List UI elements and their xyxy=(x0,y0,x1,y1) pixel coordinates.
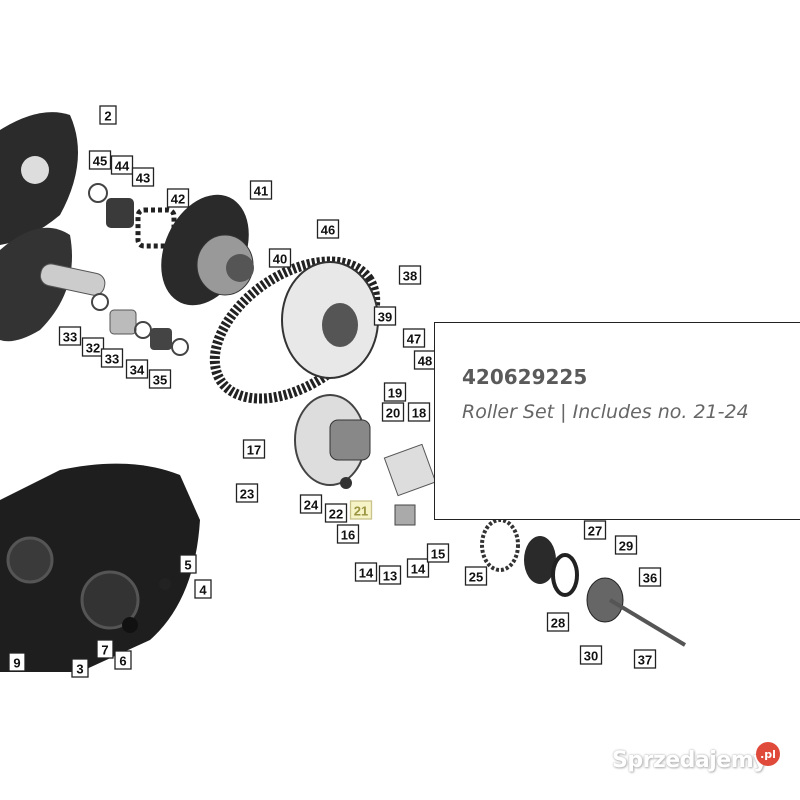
callout-label: 34 xyxy=(130,363,145,378)
callout-13[interactable]: 13 xyxy=(378,565,402,585)
movable-sheave xyxy=(161,194,254,306)
callout-42[interactable]: 42 xyxy=(166,188,190,208)
callout-label: 37 xyxy=(638,653,652,668)
callout-label: 14 xyxy=(411,562,426,577)
callout-14[interactable]: 14 xyxy=(354,562,378,582)
callout-label: 19 xyxy=(388,386,402,401)
callout-45[interactable]: 45 xyxy=(88,150,112,170)
callout-21[interactable]: 21 xyxy=(349,500,373,520)
callout-23[interactable]: 23 xyxy=(235,483,259,503)
callout-39[interactable]: 39 xyxy=(373,306,397,326)
part-description: Roller Set | Includes no. 21-24 xyxy=(462,401,749,423)
callout-label: 35 xyxy=(153,373,167,388)
callout-label: 38 xyxy=(403,269,417,284)
part-tooltip: 420629225 Roller Set | Includes no. 21-2… xyxy=(434,322,800,520)
callout-15[interactable]: 15 xyxy=(426,543,450,563)
callout-label: 36 xyxy=(643,571,657,586)
callout-7[interactable]: 7 xyxy=(96,639,114,659)
callout-label: 20 xyxy=(386,406,400,421)
callout-9[interactable]: 9 xyxy=(8,652,26,672)
callout-label: 47 xyxy=(407,332,421,347)
callout-label: 28 xyxy=(551,616,565,631)
callout-label: 46 xyxy=(321,223,335,238)
callout-label: 13 xyxy=(383,569,397,584)
part-number: 420629225 xyxy=(462,365,588,389)
callout-46[interactable]: 46 xyxy=(316,219,340,239)
callout-3[interactable]: 3 xyxy=(71,658,89,678)
callout-24[interactable]: 24 xyxy=(299,494,323,514)
callout-label: 41 xyxy=(254,184,268,199)
callout-32[interactable]: 32 xyxy=(81,337,105,357)
callout-label: 43 xyxy=(136,171,150,186)
callout-label: 45 xyxy=(93,154,107,169)
callout-label: 17 xyxy=(247,443,261,458)
callout-label: 15 xyxy=(431,547,445,562)
callout-14[interactable]: 14 xyxy=(406,558,430,578)
drive-pulley-fixed-sheave xyxy=(0,112,106,342)
callout-35[interactable]: 35 xyxy=(148,369,172,389)
callout-label: 40 xyxy=(273,252,287,267)
secondary-parts xyxy=(383,443,687,647)
callout-label: 9 xyxy=(13,656,20,671)
callout-20[interactable]: 20 xyxy=(381,402,405,422)
clutch-housing-cover xyxy=(0,463,200,672)
callout-19[interactable]: 19 xyxy=(383,382,407,402)
callout-27[interactable]: 27 xyxy=(583,520,607,540)
callout-29[interactable]: 29 xyxy=(614,535,638,555)
callout-label: 4 xyxy=(199,583,207,598)
callout-33[interactable]: 33 xyxy=(58,326,82,346)
callout-label: 14 xyxy=(359,566,374,581)
callout-label: 33 xyxy=(63,330,77,345)
callout-label: 21 xyxy=(354,504,368,519)
callout-4[interactable]: 4 xyxy=(194,579,212,599)
callout-label: 44 xyxy=(115,159,130,174)
callout-48[interactable]: 48 xyxy=(413,350,437,370)
callout-36[interactable]: 36 xyxy=(638,567,662,587)
callout-44[interactable]: 44 xyxy=(110,155,134,175)
callout-label: 33 xyxy=(105,352,119,367)
spring-and-bushings xyxy=(88,183,189,356)
callout-16[interactable]: 16 xyxy=(336,524,360,544)
callout-40[interactable]: 40 xyxy=(268,248,292,268)
callout-label: 24 xyxy=(304,498,319,513)
callout-label: 25 xyxy=(469,570,483,585)
callout-37[interactable]: 37 xyxy=(633,649,657,669)
driven-pulley xyxy=(281,261,379,489)
callout-43[interactable]: 43 xyxy=(131,167,155,187)
watermark-logo: Sprzedajemy xyxy=(612,748,768,773)
callout-22[interactable]: 22 xyxy=(324,503,348,523)
callout-38[interactable]: 38 xyxy=(398,265,422,285)
callout-label: 6 xyxy=(119,654,126,669)
callout-33[interactable]: 33 xyxy=(100,348,124,368)
callout-label: 29 xyxy=(619,539,633,554)
callout-label: 23 xyxy=(240,487,254,502)
callout-label: 27 xyxy=(588,524,602,539)
callout-label: 48 xyxy=(418,354,432,369)
callout-label: 3 xyxy=(76,662,83,677)
callout-label: 22 xyxy=(329,507,343,522)
callout-label: 16 xyxy=(341,528,355,543)
callout-label: 32 xyxy=(86,341,100,356)
callout-30[interactable]: 30 xyxy=(579,645,603,665)
callout-label: 18 xyxy=(412,406,426,421)
callout-25[interactable]: 25 xyxy=(464,566,488,586)
watermark-badge: .pl xyxy=(756,742,780,766)
callout-18[interactable]: 18 xyxy=(407,402,431,422)
callout-label: 5 xyxy=(184,558,191,573)
callout-47[interactable]: 47 xyxy=(402,328,426,348)
callout-label: 2 xyxy=(104,109,111,124)
callout-34[interactable]: 34 xyxy=(125,359,149,379)
callout-41[interactable]: 41 xyxy=(249,180,273,200)
callout-17[interactable]: 17 xyxy=(242,439,266,459)
callout-label: 7 xyxy=(101,643,108,658)
callout-6[interactable]: 6 xyxy=(114,650,132,670)
callout-2[interactable]: 2 xyxy=(99,105,117,125)
callout-28[interactable]: 28 xyxy=(546,612,570,632)
callout-5[interactable]: 5 xyxy=(179,554,197,574)
callout-label: 39 xyxy=(378,310,392,325)
callout-label: 42 xyxy=(171,192,185,207)
callout-label: 30 xyxy=(584,649,598,664)
